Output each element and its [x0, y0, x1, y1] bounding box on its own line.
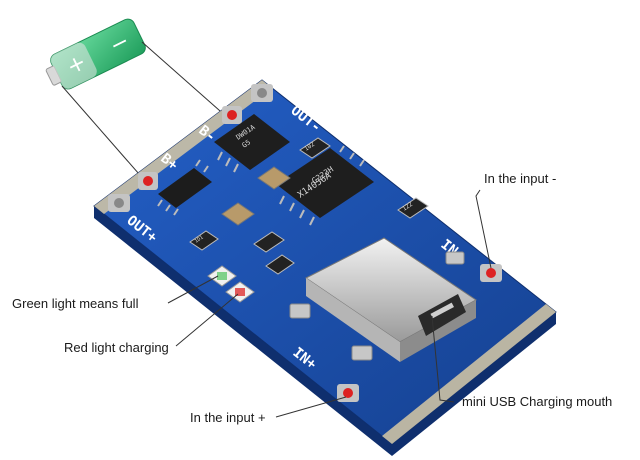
- pad-out-plus: [108, 194, 130, 212]
- leader-in-minus: [475, 189, 492, 269]
- dw01-chip: DW01A G5: [214, 114, 290, 173]
- capacitor-2: [221, 202, 255, 226]
- label-usb-mouth: mini USB Charging mouth: [462, 394, 613, 409]
- pad-out-minus: [251, 84, 273, 102]
- pad-in-plus: [337, 384, 359, 402]
- resistor-left-label: 1D1: [194, 235, 205, 245]
- callout-leaders: [167, 189, 492, 418]
- capacitor-1: [257, 166, 291, 190]
- leader-usb: [431, 315, 455, 403]
- leader-green: [167, 275, 219, 304]
- resistor-small-1: [253, 231, 285, 253]
- battery-wire-negative: [141, 41, 229, 119]
- battery-icon: + −: [45, 18, 146, 90]
- label-input-minus: In the input -: [484, 171, 557, 186]
- pad-b-minus: [222, 106, 242, 124]
- protection-chip: [157, 159, 212, 216]
- mini-usb-connector: [289, 237, 477, 362]
- charger-chip: X14056A C223H: [276, 145, 374, 226]
- red-led: [225, 281, 255, 303]
- label-input-plus: In the input +: [190, 410, 266, 425]
- resistor-small-2: [265, 254, 295, 275]
- label-green-light: Green light means full: [12, 296, 139, 311]
- resistor-left: 1D1: [189, 230, 219, 251]
- pad-b-plus: [138, 172, 158, 190]
- battery-wire-positive: [61, 85, 147, 183]
- pad-in-minus: [480, 264, 502, 282]
- chip-small-line2: G5: [241, 138, 252, 149]
- leader-in-plus: [275, 396, 347, 418]
- leader-red: [175, 293, 239, 347]
- resistor-right: 122: [397, 197, 429, 219]
- solder-pads: [108, 84, 502, 402]
- resistor-top: 102: [299, 137, 331, 159]
- green-led: [207, 265, 237, 287]
- label-red-light: Red light charging: [64, 340, 169, 355]
